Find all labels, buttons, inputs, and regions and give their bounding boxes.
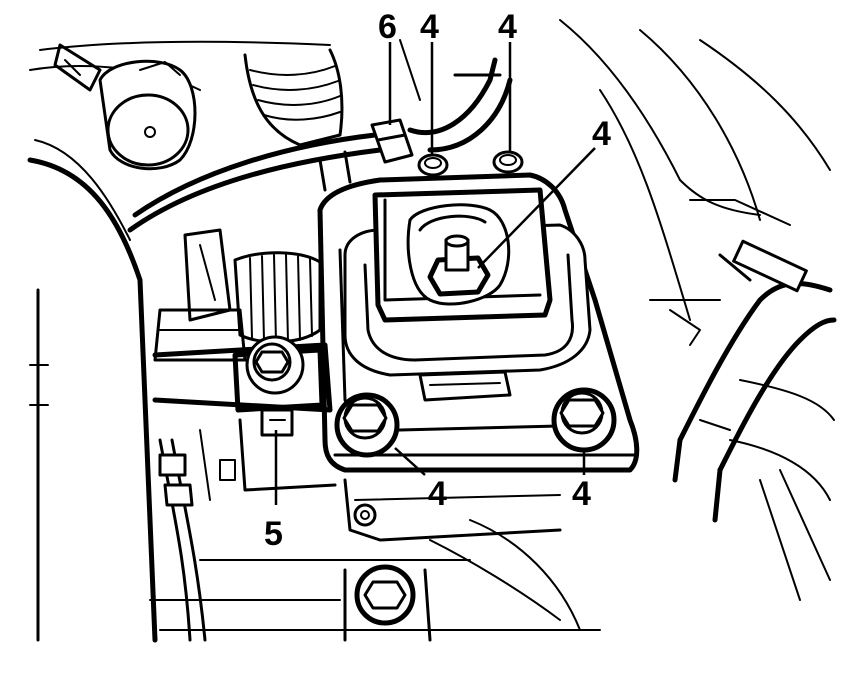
hose-clamp	[370, 118, 414, 164]
top-left-sensor	[53, 43, 197, 171]
right-hose	[672, 239, 837, 523]
callouts: 6 4 4 4 4 4 5	[264, 8, 611, 553]
callout-4c-leader	[477, 147, 596, 269]
hoses	[127, 39, 513, 233]
brake-line	[158, 438, 207, 642]
callout-4c-label: 4	[592, 115, 611, 153]
lower-bolts	[334, 387, 617, 458]
callout-6-label: 6	[378, 8, 397, 46]
callout-4a-label: 4	[420, 8, 439, 46]
left-bellows	[153, 228, 322, 362]
engine-mount	[317, 172, 640, 473]
callout-4b-label: 4	[498, 8, 517, 46]
callout-4d-leader	[394, 447, 426, 476]
callout-4d-label: 4	[428, 475, 447, 513]
top-bolts	[417, 150, 524, 177]
callout-4e-label: 4	[572, 475, 591, 513]
left-bracket	[152, 335, 337, 501]
callout-5-label: 5	[264, 515, 283, 553]
lower-bracket	[343, 478, 562, 642]
background-structure	[27, 19, 835, 643]
upper-boot	[243, 48, 344, 147]
